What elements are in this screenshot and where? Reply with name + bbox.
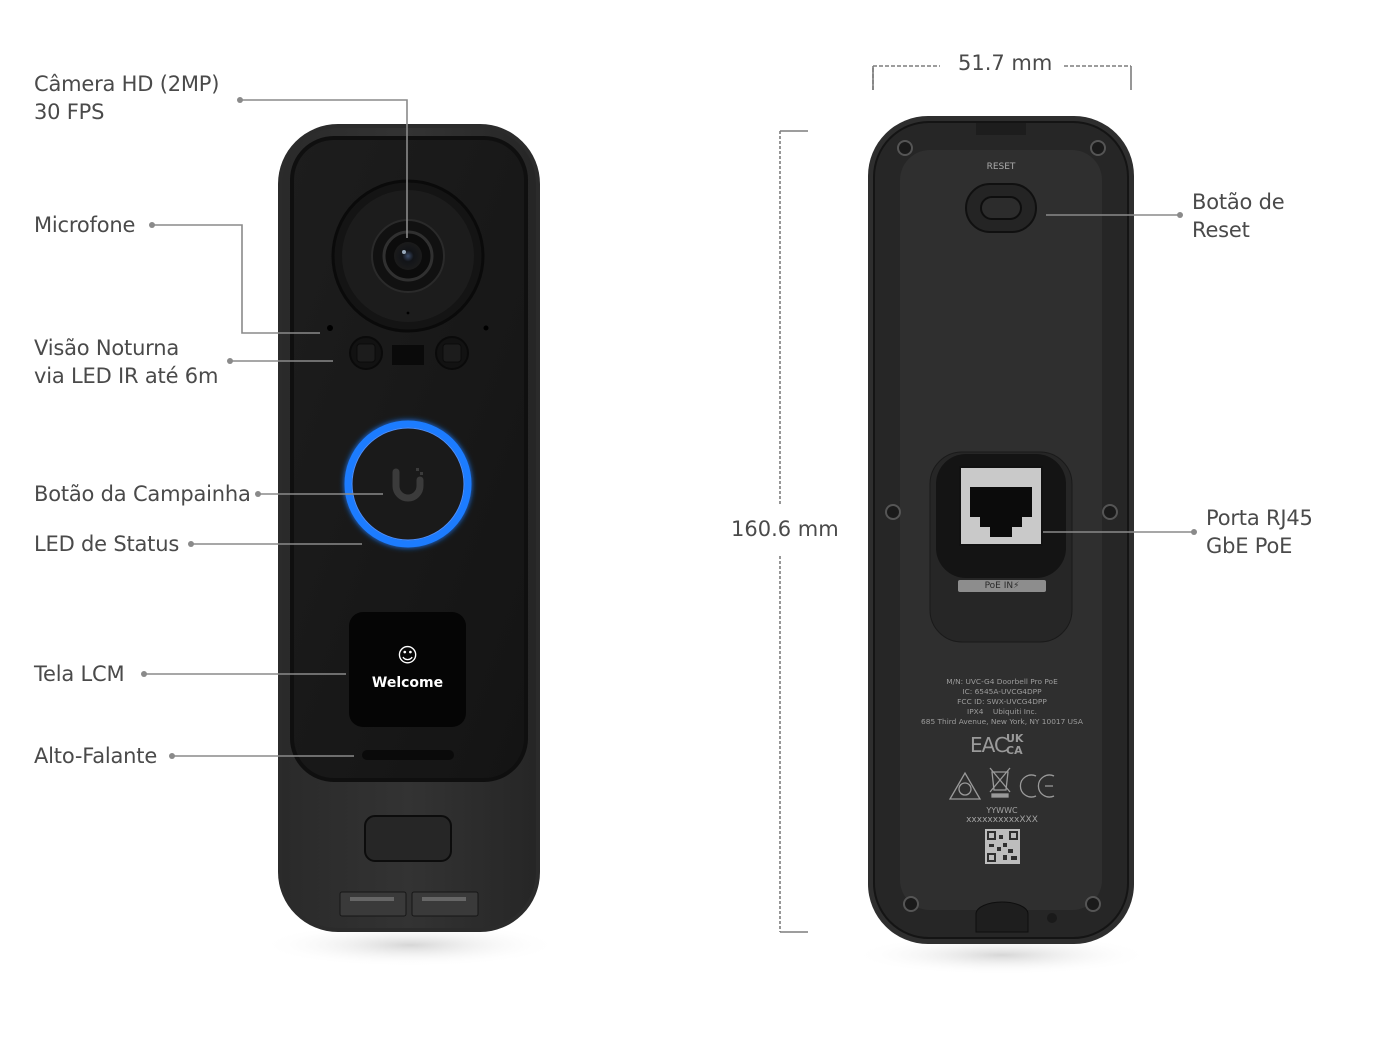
lcm-welcome-text: Welcome: [371, 675, 444, 691]
front-callout-dots: [141, 97, 261, 759]
callout-camera: Câmera HD (2MP) 30 FPS: [34, 72, 220, 124]
reset-text: RESET: [986, 162, 1016, 172]
lcm-screen: [349, 612, 466, 727]
dimension-lines: [779, 65, 1132, 933]
date-code: YYWWC: [986, 806, 1018, 815]
callout-rj45-port: Porta RJ45 GbE PoE: [1206, 506, 1313, 558]
height-dimension: 160.6 mm: [731, 517, 839, 541]
serial-number: xxxxxxxxxxXXX: [966, 815, 1038, 825]
callout-doorbell-button: Botão da Campainha: [34, 482, 251, 506]
status-led-ring: [344, 420, 472, 548]
back-device: [852, 116, 1152, 975]
front-device: [260, 124, 560, 967]
qr-code: [985, 829, 1020, 864]
callout-night-vision: Visão Noturna via LED IR até 6m: [34, 336, 219, 388]
callout-microphone: Microfone: [34, 213, 136, 237]
back-callout-lines: [1043, 214, 1194, 533]
ubiquiti-logo-icon: [392, 468, 424, 502]
callout-lcm-screen: Tela LCM: [34, 662, 125, 686]
lightning-icon: ⚡: [1013, 581, 1020, 591]
callout-status-led: LED de Status: [34, 532, 180, 556]
ukca-mark: UK CA: [1006, 732, 1024, 757]
certification-marks: [948, 767, 1055, 800]
poe-in-label: PoE IN⚡: [984, 581, 1020, 591]
callout-speaker: Alto-Falante: [34, 744, 158, 768]
eac-mark: EAC: [970, 733, 1008, 757]
regulatory-text: M/N: UVC-G4 Doorbell Pro PoE IC: 6545A-U…: [921, 677, 1083, 726]
speaker-grille: [362, 750, 454, 760]
smiley-icon: ☺: [397, 643, 418, 667]
callout-reset-button: Botão de Reset: [1192, 190, 1285, 242]
front-callout-lines: [144, 99, 408, 757]
width-dimension: 51.7 mm: [958, 51, 1053, 75]
